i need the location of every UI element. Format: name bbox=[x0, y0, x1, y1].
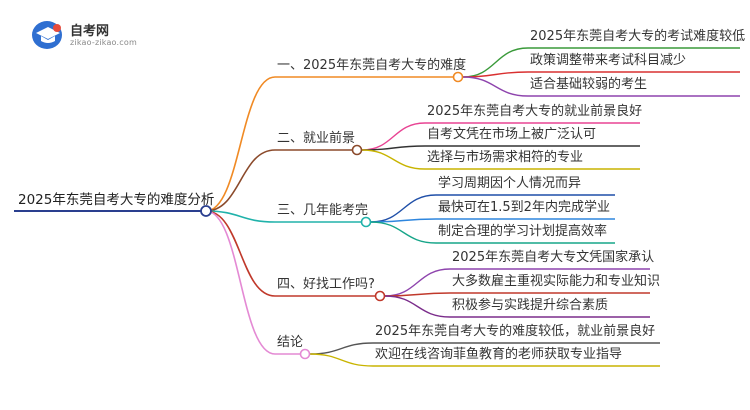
branch-edge bbox=[205, 76, 276, 212]
child-topic: 2025年东莞自考大专的考试难度较低 bbox=[530, 29, 746, 44]
branch-node bbox=[452, 71, 464, 83]
child-topic: 选择与市场需求相符的专业 bbox=[427, 150, 584, 165]
branch-node bbox=[374, 290, 386, 302]
child-edge bbox=[462, 71, 529, 78]
child-topic: 2025年东莞自考大专文凭国家承认 bbox=[452, 250, 655, 265]
child-topic: 欢迎在线咨询菲鱼教育的老师获取专业指导 bbox=[375, 347, 623, 362]
child-topic: 适合基础较弱的考生 bbox=[530, 77, 648, 92]
child-edge bbox=[361, 145, 426, 151]
child-edge bbox=[462, 76, 529, 97]
branch-node bbox=[351, 144, 363, 156]
branch-edge bbox=[205, 210, 276, 355]
root-node bbox=[200, 205, 212, 217]
child-topic: 2025年东莞自考大专的难度较低，就业前景良好 bbox=[375, 324, 656, 339]
child-edge bbox=[309, 342, 374, 355]
child-edge bbox=[370, 221, 437, 244]
child-edge bbox=[309, 353, 374, 367]
site-url: zikao-zikao.com bbox=[70, 38, 137, 47]
branch-topic: 二、就业前景 bbox=[277, 131, 356, 146]
child-edge bbox=[384, 268, 451, 297]
branch-topic: 四、好找工作吗? bbox=[277, 277, 375, 292]
site-title: 自考网 bbox=[70, 24, 110, 39]
child-topic: 积极参与实践提升综合素质 bbox=[452, 298, 609, 313]
branch-edge bbox=[205, 210, 276, 223]
branch-topic: 结论 bbox=[277, 335, 304, 350]
child-topic: 自考文凭在市场上被广泛认可 bbox=[427, 127, 597, 142]
root-topic: 2025年东莞自考大专的难度分析 bbox=[18, 192, 215, 208]
child-topic: 制定合理的学习计划提高效率 bbox=[438, 224, 608, 239]
branch-node bbox=[360, 216, 372, 228]
branch-topic: 一、2025年东莞自考大专的难度 bbox=[277, 58, 467, 73]
graduation-cap-icon bbox=[32, 21, 62, 49]
child-topic: 学习周期因个人情况而异 bbox=[438, 176, 582, 191]
branch-node bbox=[299, 348, 311, 360]
site-logo[interactable]: 自考网 zikao-zikao.com bbox=[30, 18, 150, 52]
child-edge bbox=[361, 149, 426, 170]
child-topic: 大多数雇主重视实际能力和专业知识 bbox=[452, 274, 661, 289]
child-topic: 2025年东莞自考大专的就业前景良好 bbox=[427, 104, 643, 119]
child-topic: 政策调整带来考试科目减少 bbox=[530, 53, 687, 68]
branch-edge bbox=[205, 149, 276, 212]
branch-edge bbox=[205, 210, 276, 297]
child-edge bbox=[384, 295, 451, 318]
branch-topic: 三、几年能考完 bbox=[277, 203, 369, 218]
child-edge bbox=[370, 194, 437, 223]
child-topic: 最快可在1.5到2年内完成学业 bbox=[438, 200, 610, 215]
